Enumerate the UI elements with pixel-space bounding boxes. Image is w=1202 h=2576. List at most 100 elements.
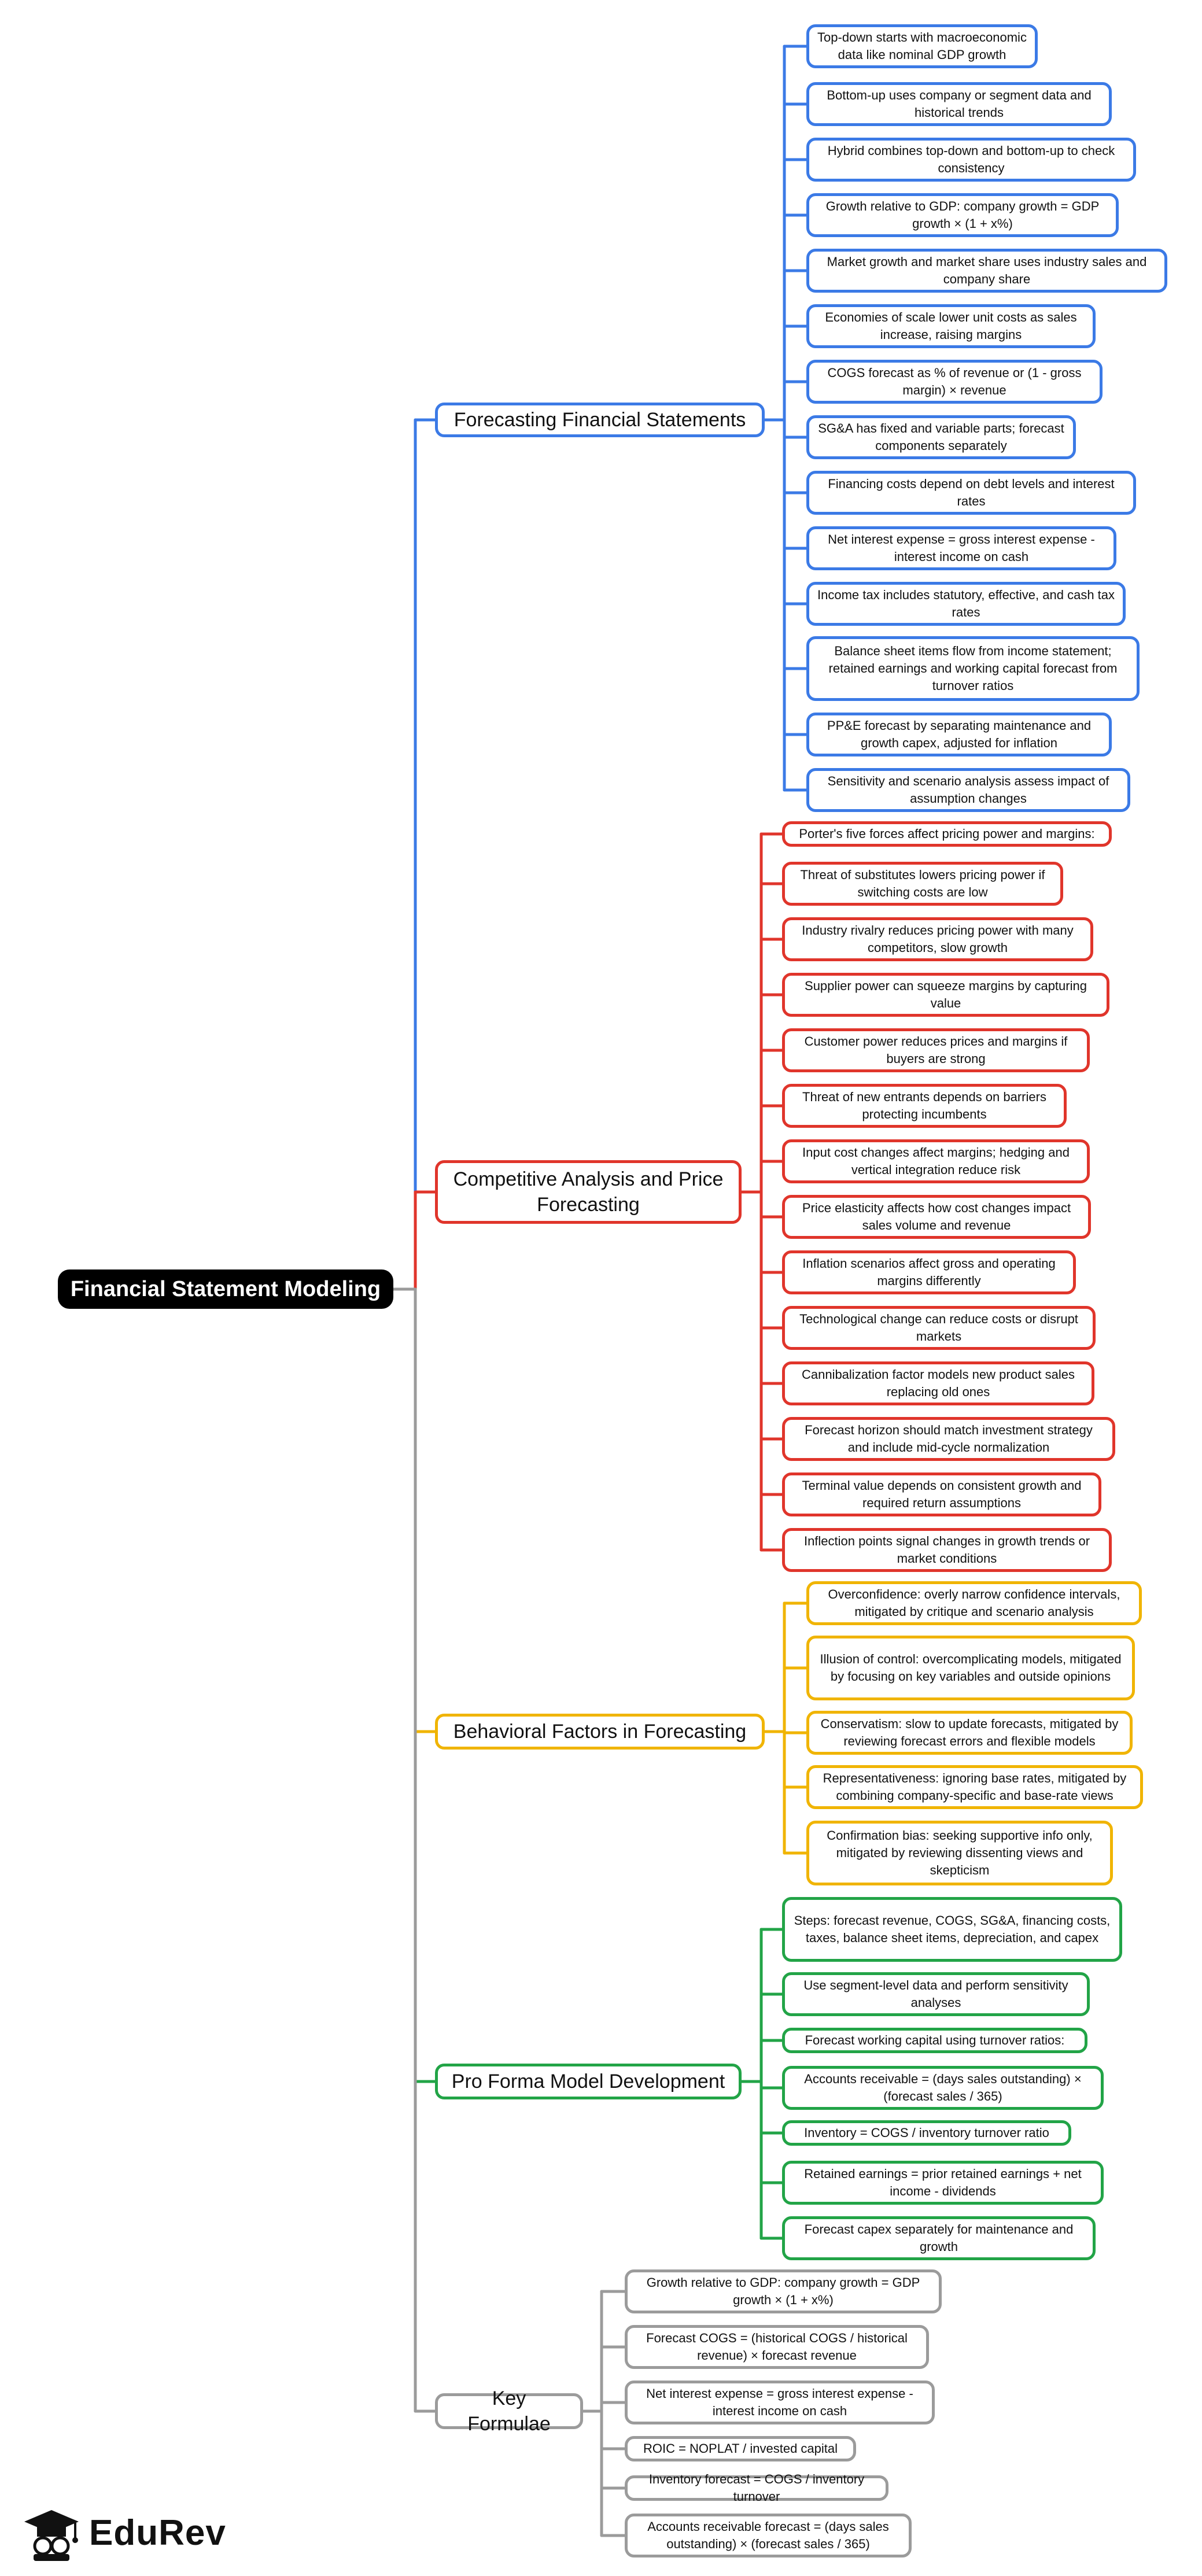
leaf-label: Threat of substitutes lowers pricing pow… bbox=[800, 868, 1045, 899]
leaf-node: Confirmation bias: seeking supportive in… bbox=[806, 1821, 1113, 1885]
leaf-node: Terminal value depends on consistent gro… bbox=[782, 1472, 1101, 1516]
leaf-node: Growth relative to GDP: company growth =… bbox=[625, 2269, 942, 2313]
leaf-node: Forecast COGS = (historical COGS / histo… bbox=[625, 2325, 929, 2369]
leaf-label: Bottom-up uses company or segment data a… bbox=[827, 88, 1092, 120]
leaf-node: Retained earnings = prior retained earni… bbox=[782, 2161, 1104, 2205]
leaf-label: Illusion of control: overcomplicating mo… bbox=[820, 1652, 1122, 1684]
leaf-node: Net interest expense = gross interest ex… bbox=[625, 2381, 935, 2424]
leaf-node: Threat of substitutes lowers pricing pow… bbox=[782, 862, 1063, 906]
leaf-label: Steps: forecast revenue, COGS, SG&A, fin… bbox=[794, 1913, 1111, 1945]
leaf-label: Forecast capex separately for maintenanc… bbox=[804, 2222, 1074, 2254]
leaf-label: SG&A has fixed and variable parts; forec… bbox=[818, 421, 1064, 453]
leaf-label: Conservatism: slow to update forecasts, … bbox=[820, 1717, 1119, 1748]
leaf-node: Conservatism: slow to update forecasts, … bbox=[806, 1711, 1133, 1755]
leaf-node: Representativeness: ignoring base rates,… bbox=[806, 1765, 1143, 1809]
leaf-label: Inflation scenarios affect gross and ope… bbox=[802, 1256, 1056, 1288]
leaf-node: Porter's five forces affect pricing powe… bbox=[782, 821, 1112, 847]
brand-name: EduRev bbox=[89, 2513, 226, 2553]
leaf-node: SG&A has fixed and variable parts; forec… bbox=[806, 415, 1076, 459]
leaf-label: Threat of new entrants depends on barrie… bbox=[802, 1090, 1046, 1121]
branch-label: Forecasting Financial Statements bbox=[453, 409, 746, 431]
leaf-label: Net interest expense = gross interest ex… bbox=[828, 532, 1095, 564]
leaf-node: Accounts receivable forecast = (days sal… bbox=[625, 2514, 912, 2557]
leaf-node: Forecast horizon should match investment… bbox=[782, 1417, 1115, 1461]
root-node: Financial Statement Modeling bbox=[58, 1269, 393, 1309]
leaf-node: Balance sheet items flow from income sta… bbox=[806, 636, 1140, 701]
leaf-label: Sensitivity and scenario analysis assess… bbox=[827, 774, 1109, 806]
leaf-label: COGS forecast as % of revenue or (1 - gr… bbox=[827, 366, 1082, 397]
leaf-node: Sensitivity and scenario analysis assess… bbox=[806, 768, 1130, 812]
leaf-node: Input cost changes affect margins; hedgi… bbox=[782, 1139, 1090, 1183]
leaf-node: Customer power reduces prices and margin… bbox=[782, 1028, 1090, 1072]
edurev-logo: EduRev bbox=[20, 2504, 263, 2562]
root-label: Financial Statement Modeling bbox=[70, 1276, 381, 1301]
leaf-node: Top-down starts with macroeconomic data … bbox=[806, 24, 1038, 68]
leaf-label: Input cost changes affect margins; hedgi… bbox=[802, 1145, 1070, 1177]
leaf-label: Balance sheet items flow from income sta… bbox=[828, 644, 1118, 693]
leaf-label: Price elasticity affects how cost change… bbox=[802, 1201, 1071, 1232]
leaf-node: Inflection points signal changes in grow… bbox=[782, 1528, 1112, 1572]
leaf-label: Forecast horizon should match investment… bbox=[805, 1423, 1093, 1455]
leaf-node: Use segment-level data and perform sensi… bbox=[782, 1972, 1090, 2016]
leaf-label: Supplier power can squeeze margins by ca… bbox=[805, 979, 1087, 1010]
leaf-label: Market growth and market share uses indu… bbox=[827, 254, 1147, 286]
branch-node: Pro Forma Model Development bbox=[435, 2064, 742, 2099]
leaf-label: Income tax includes statutory, effective… bbox=[817, 588, 1115, 619]
leaf-node: Price elasticity affects how cost change… bbox=[782, 1195, 1091, 1239]
leaf-label: Accounts receivable = (days sales outsta… bbox=[804, 2072, 1082, 2103]
leaf-node: Income tax includes statutory, effective… bbox=[806, 582, 1126, 626]
leaf-node: Market growth and market share uses indu… bbox=[806, 249, 1167, 293]
leaf-label: ROIC = NOPLAT / invested capital bbox=[643, 2441, 838, 2456]
leaf-label: Inflection points signal changes in grow… bbox=[803, 1534, 1090, 1566]
leaf-node: Overconfidence: overly narrow confidence… bbox=[806, 1581, 1142, 1625]
leaf-node: Inventory = COGS / inventory turnover ra… bbox=[782, 2120, 1071, 2146]
leaf-node: Forecast working capital using turnover … bbox=[782, 2028, 1087, 2053]
leaf-label: Cannibalization factor models new produc… bbox=[801, 1367, 1075, 1399]
leaf-label: Confirmation bias: seeking supportive in… bbox=[827, 1828, 1093, 1877]
branch-label: Competitive Analysis and Price Forecasti… bbox=[453, 1168, 724, 1216]
leaf-label: Growth relative to GDP: company growth =… bbox=[825, 199, 1100, 231]
leaf-node: Bottom-up uses company or segment data a… bbox=[806, 82, 1112, 126]
leaf-label: Technological change can reduce costs or… bbox=[799, 1312, 1078, 1344]
branch-label: Behavioral Factors in Forecasting bbox=[453, 1721, 747, 1743]
leaf-node: Growth relative to GDP: company growth =… bbox=[806, 193, 1119, 237]
leaf-label: Accounts receivable forecast = (days sal… bbox=[647, 2519, 889, 2551]
leaf-node: Cannibalization factor models new produc… bbox=[782, 1361, 1094, 1405]
leaf-node: Illusion of control: overcomplicating mo… bbox=[806, 1636, 1135, 1700]
leaf-label: Overconfidence: overly narrow confidence… bbox=[828, 1587, 1120, 1619]
branch-node: Key Formulae bbox=[435, 2387, 583, 2435]
leaf-label: Economies of scale lower unit costs as s… bbox=[825, 310, 1077, 342]
leaf-label: Forecast COGS = (historical COGS / histo… bbox=[646, 2331, 908, 2363]
leaf-label: Customer power reduces prices and margin… bbox=[804, 1034, 1068, 1066]
leaf-label: Terminal value depends on consistent gro… bbox=[802, 1478, 1082, 1510]
branch-node: Competitive Analysis and Price Forecasti… bbox=[435, 1160, 742, 1224]
leaf-label: PP&E forecast by separating maintenance … bbox=[827, 718, 1092, 750]
leaf-node: Economies of scale lower unit costs as s… bbox=[806, 304, 1096, 348]
leaf-label: Representativeness: ignoring base rates,… bbox=[823, 1771, 1127, 1803]
leaf-label: Inventory = COGS / inventory turnover ra… bbox=[804, 2125, 1049, 2140]
graduation-cap-logo-icon bbox=[24, 2510, 79, 2561]
leaf-label: Net interest expense = gross interest ex… bbox=[646, 2386, 913, 2418]
leaf-label: Top-down starts with macroeconomic data … bbox=[817, 30, 1027, 62]
leaf-label: Growth relative to GDP: company growth =… bbox=[646, 2275, 920, 2307]
leaf-label: Industry rivalry reduces pricing power w… bbox=[802, 923, 1074, 955]
branch-label: Key Formulae bbox=[467, 2387, 551, 2435]
leaf-label: Porter's five forces affect pricing powe… bbox=[799, 826, 1095, 841]
leaf-node: COGS forecast as % of revenue or (1 - gr… bbox=[806, 360, 1103, 404]
leaf-node: Accounts receivable = (days sales outsta… bbox=[782, 2066, 1104, 2110]
branch-node: Forecasting Financial Statements bbox=[435, 403, 765, 437]
leaf-label: Hybrid combines top-down and bottom-up t… bbox=[827, 143, 1115, 175]
leaf-node: Inventory forecast = COGS / inventory tu… bbox=[625, 2472, 888, 2504]
leaf-node: Inflation scenarios affect gross and ope… bbox=[782, 1250, 1076, 1294]
leaf-label: Use segment-level data and perform sensi… bbox=[803, 1978, 1068, 2010]
leaf-label: Forecast working capital using turnover … bbox=[805, 2033, 1065, 2047]
leaf-node: Supplier power can squeeze margins by ca… bbox=[782, 973, 1109, 1017]
leaf-node: Technological change can reduce costs or… bbox=[782, 1306, 1096, 1350]
leaf-node: Steps: forecast revenue, COGS, SG&A, fin… bbox=[782, 1897, 1122, 1962]
leaf-node: ROIC = NOPLAT / invested capital bbox=[625, 2436, 856, 2461]
leaf-label: Financing costs depend on debt levels an… bbox=[828, 477, 1115, 508]
leaf-node: Forecast capex separately for maintenanc… bbox=[782, 2216, 1096, 2260]
leaf-label: Inventory forecast = COGS / inventory tu… bbox=[648, 2472, 865, 2504]
leaf-node: Net interest expense = gross interest ex… bbox=[806, 526, 1116, 570]
